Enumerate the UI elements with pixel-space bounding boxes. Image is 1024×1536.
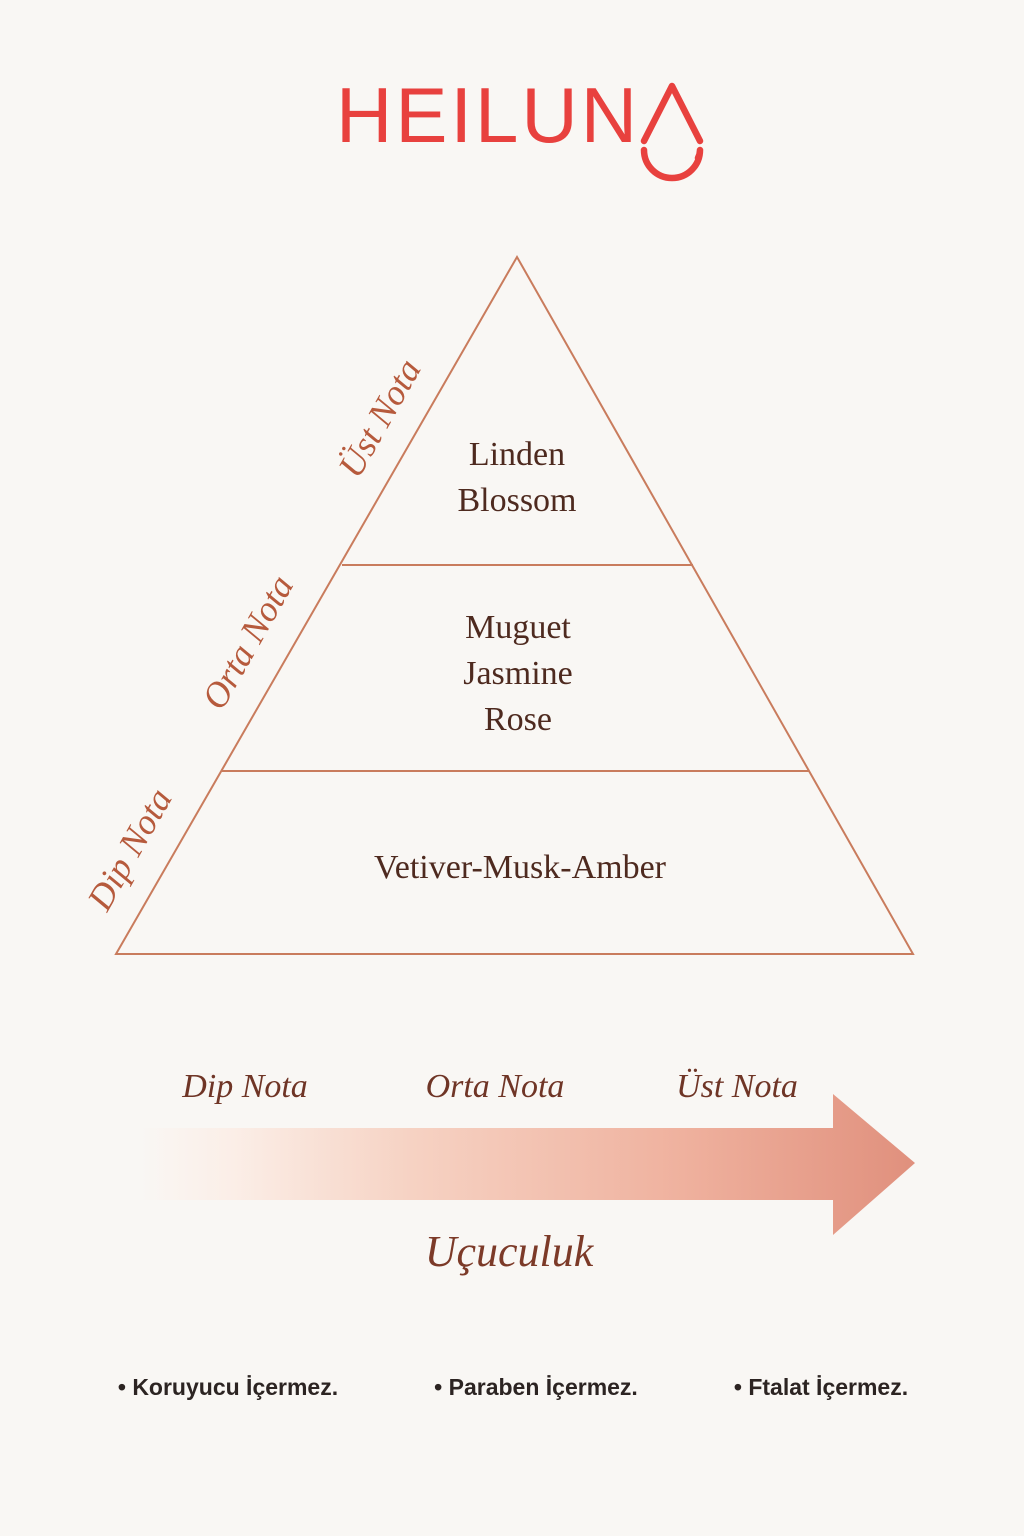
volatility-axis-label: Uçuculuk [425,1227,595,1276]
top-note-1: Linden [469,436,565,473]
middle-note-3: Rose [484,701,552,738]
badge-no-phthalate: • Ftalat İçermez. [734,1374,908,1400]
notes-pyramid: Linden Blossom Muguet Jasmine Rose Vetiv… [79,254,915,955]
side-label-middle: Orta Nota [194,568,301,716]
base-note-1: Vetiver-Musk-Amber [374,849,667,886]
side-label-top: Üst Nota [330,352,429,484]
middle-note-1: Muguet [465,609,571,646]
volatility-scale: Dip Nota Orta Nota Üst Nota Uçuculuk [140,1068,915,1276]
volatility-arrow [140,1094,915,1235]
scale-label-top: Üst Nota [676,1068,798,1105]
scale-label-base: Dip Nota [181,1068,308,1105]
badge-no-preservative: • Koruyucu İçermez. [118,1374,338,1400]
brand-name: HEILUN [336,71,640,159]
middle-note-2: Jasmine [463,655,573,692]
badge-no-paraben: • Paraben İçermez. [434,1374,638,1400]
ingredient-badges: • Koruyucu İçermez. • Paraben İçermez. •… [118,1374,908,1400]
brand-logo: HEILUN [336,71,704,182]
scale-label-middle: Orta Nota [426,1068,565,1105]
pyramid-outline [114,254,915,955]
side-label-base: Dip Nota [79,781,180,917]
top-note-2: Blossom [457,482,576,519]
drop-icon [640,82,704,182]
